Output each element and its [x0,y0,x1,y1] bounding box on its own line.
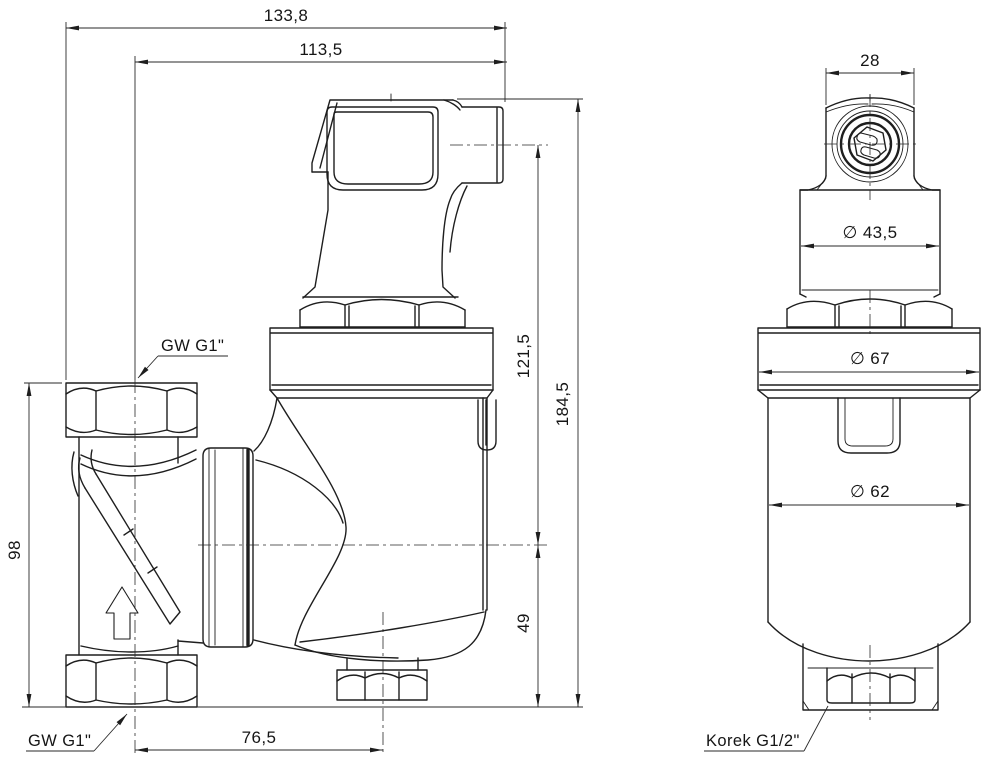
drain-plug-side [336,657,428,701]
label-inlet-bottom: GW G1" [26,713,128,752]
dim-outlet-offset-value: 113,5 [299,40,342,59]
dim-neck-diameter: ∅ 43,5 [801,223,939,249]
vent-hex-nut-front [786,298,953,328]
dim-drain-offset: 76,5 [135,728,383,753]
body-front [767,397,971,662]
dim-neck-diameter-value: ∅ 43,5 [842,223,897,242]
dim-union-diameter-value: ∅ 67 [850,349,890,368]
separator-body [253,397,497,662]
vent-hex-nut [299,298,466,328]
label-inlet-bottom-text: GW G1" [28,732,91,750]
dim-outlet-offset: 113,5 [135,40,507,65]
label-drain-plug-text: Korek G1/2" [706,732,800,750]
cap-hex-boss [853,126,887,162]
dim-cap-width-value: 28 [860,51,880,70]
dim-overall-width-value: 133,8 [264,6,309,25]
cap-slot-icon [856,132,878,146]
dim-cap-width: 28 [826,51,914,76]
tee-body [65,382,204,708]
label-drain-plug: Korek G1/2" [704,705,829,752]
vent-head [302,93,504,299]
dim-tee-height: 98 [5,383,32,707]
flow-arrow-icon [105,586,139,640]
dim-outlet-height: 121,5 [514,145,541,545]
label-inlet-top-text: GW G1" [161,337,224,355]
dim-drain-offset-value: 76,5 [242,728,277,747]
label-inlet-top: GW G1" [137,337,228,379]
dim-body-diameter-value: ∅ 62 [850,482,890,501]
dim-outlet-height-value: 121,5 [514,334,533,379]
dimensions-layer: 133,8 113,5 98 76,5 121,5 49 184 [5,6,979,753]
centerlines [134,94,916,756]
dim-drain-height: 49 [514,545,541,707]
dim-overall-width: 133,8 [66,6,507,31]
leader-labels: GW G1" GW G1" Korek G1/2" [26,337,829,752]
union-nut-front [757,327,981,399]
pot-union-nut [269,327,494,399]
dim-overall-height-value: 184,5 [553,382,572,427]
dim-union-diameter: ∅ 67 [759,349,979,375]
dim-body-diameter: ∅ 62 [769,482,969,508]
left-view-valve [65,93,504,708]
vent-neck [799,189,941,298]
dim-tee-height-value: 98 [5,540,24,560]
connector-collar [202,447,254,648]
dim-drain-height-value: 49 [514,613,533,633]
right-view-valve [757,94,981,711]
dim-overall-height: 184,5 [553,99,581,707]
